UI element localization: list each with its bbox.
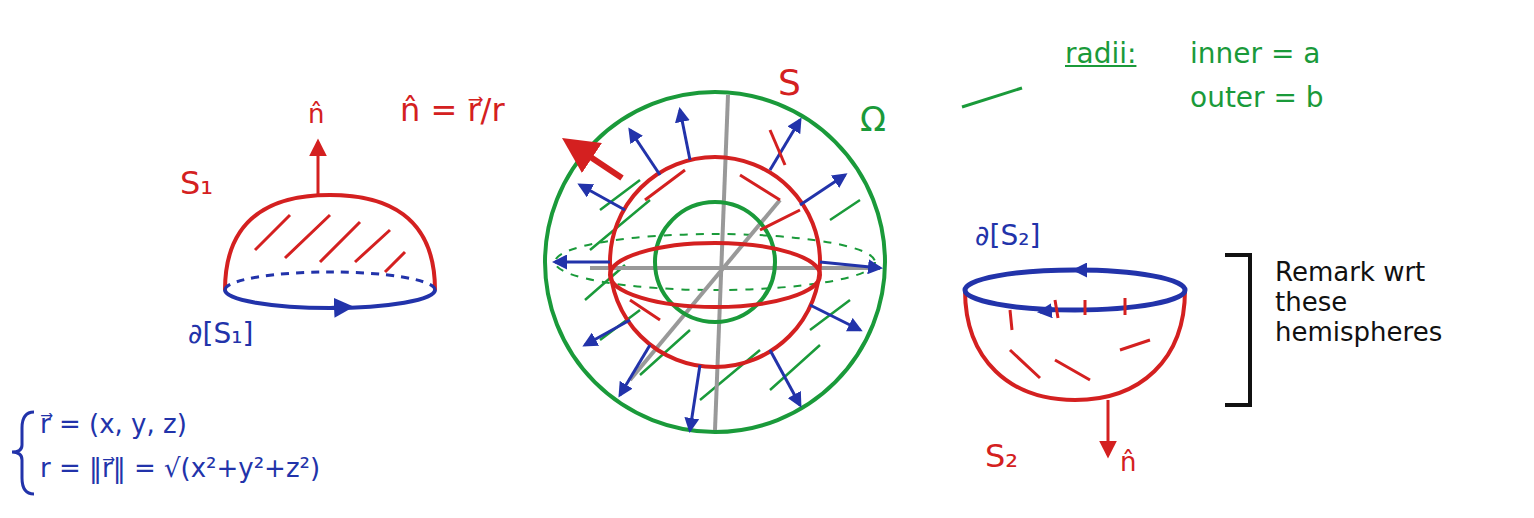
boundary-label: ∂[S₂] bbox=[975, 220, 1040, 252]
region-label: Ω bbox=[860, 100, 886, 139]
remark-note: Remark wrt these hemispheres bbox=[1275, 258, 1495, 348]
lower-hemisphere bbox=[965, 270, 1185, 455]
note-heading: radii: bbox=[1065, 38, 1136, 70]
normal-label: n̂ bbox=[1120, 448, 1136, 478]
leader-line bbox=[962, 88, 1022, 107]
normal-formula: n̂ = r⃗/r bbox=[400, 92, 505, 129]
position-vector: r⃗ = (x, y, z) bbox=[40, 410, 187, 440]
surface-label: S₂ bbox=[985, 438, 1018, 475]
brace bbox=[12, 412, 34, 494]
surface-label: S₁ bbox=[180, 165, 213, 202]
radius-formula: r = ‖r⃗‖ = √(x²+y²+z²) bbox=[40, 454, 320, 484]
upper-hemisphere bbox=[225, 142, 435, 308]
radius-note: inner = a bbox=[1190, 38, 1320, 70]
normal-label: n̂ bbox=[308, 100, 324, 130]
surface-label: S bbox=[778, 62, 801, 103]
bracket bbox=[1225, 255, 1250, 405]
radius-note: outer = b bbox=[1190, 82, 1324, 114]
boundary-label: ∂[S₁] bbox=[188, 318, 253, 350]
spherical-shell bbox=[545, 92, 885, 432]
